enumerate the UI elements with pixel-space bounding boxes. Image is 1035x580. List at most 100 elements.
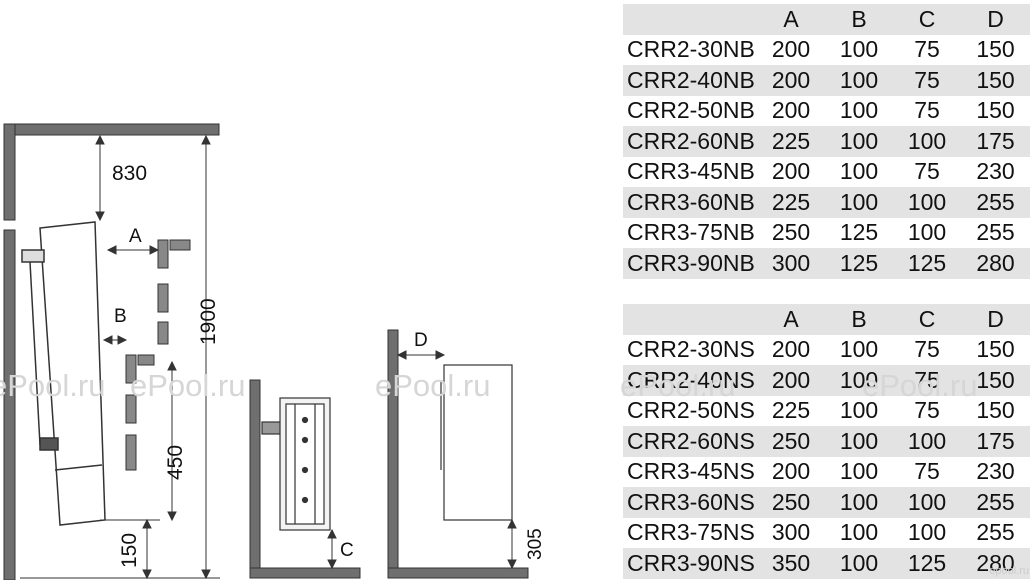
dimension-c xyxy=(327,528,337,570)
value-cell: 100 xyxy=(907,488,947,515)
model-cell: CRR3-75NB xyxy=(627,219,755,246)
value-cell: 100 xyxy=(839,97,879,124)
value-cell: 300 xyxy=(771,519,811,546)
value-cell: 100 xyxy=(839,488,879,515)
value-cell: 75 xyxy=(914,458,940,485)
dim-1900-label: 1900 xyxy=(197,298,220,345)
column-header: D xyxy=(987,5,1004,32)
value-cell: 125 xyxy=(839,219,879,246)
value-cell: 100 xyxy=(907,127,947,154)
value-cell: 280 xyxy=(976,549,1015,576)
model-cell: CRR2-50NS xyxy=(627,397,755,424)
value-cell: 150 xyxy=(976,366,1015,393)
value-cell: 100 xyxy=(907,519,947,546)
brand-mark: epool.ru xyxy=(989,565,1029,577)
model-cell: CRR3-60NS xyxy=(627,488,755,515)
value-cell: 150 xyxy=(976,66,1015,93)
table-row: CRR2-40NB 200 100 75 150 xyxy=(623,65,1030,96)
value-cell: 230 xyxy=(976,458,1015,485)
label-d: D xyxy=(414,330,428,351)
value-cell: 200 xyxy=(771,366,811,393)
value-cell: 300 xyxy=(771,249,811,276)
model-cell: CRR3-90NS xyxy=(627,549,755,576)
value-cell: 100 xyxy=(839,458,879,485)
column-header: A xyxy=(783,305,799,332)
dimension-830 xyxy=(95,134,105,222)
value-cell: 100 xyxy=(907,219,947,246)
value-cell: 125 xyxy=(907,249,947,276)
value-cell: 200 xyxy=(771,66,811,93)
model-cell: CRR2-30NB xyxy=(627,36,755,63)
value-cell: 225 xyxy=(771,127,811,154)
dimension-450 xyxy=(167,360,177,522)
value-cell: 150 xyxy=(976,36,1015,63)
value-cell: 100 xyxy=(839,66,879,93)
value-cell: 100 xyxy=(839,427,879,454)
table-row: CRR3-90NB 300 125 125 280 xyxy=(623,248,1030,279)
model-cell: CRR3-75NS xyxy=(627,519,755,546)
value-cell: 255 xyxy=(976,488,1015,515)
model-cell: CRR2-30NS xyxy=(627,336,755,363)
label-b: B xyxy=(114,306,127,327)
value-cell: 75 xyxy=(914,97,940,124)
value-cell: 175 xyxy=(976,127,1015,154)
value-cell: 280 xyxy=(976,249,1015,276)
value-cell: 100 xyxy=(839,366,879,393)
floor-lines xyxy=(20,519,220,579)
model-cell: CRR2-60NB xyxy=(627,127,755,154)
model-cell: CRR3-45NS xyxy=(627,458,755,485)
value-cell: 225 xyxy=(771,188,811,215)
dim-830-label: 830 xyxy=(112,162,147,185)
value-cell: 255 xyxy=(976,219,1015,246)
value-cell: 75 xyxy=(914,36,940,63)
column-header xyxy=(623,4,757,35)
value-cell: 75 xyxy=(914,366,940,393)
value-cell: 100 xyxy=(839,549,879,576)
column-header: C xyxy=(918,305,936,332)
column-header: A xyxy=(783,5,799,32)
value-cell: 350 xyxy=(771,549,811,576)
value-cell: 150 xyxy=(976,97,1015,124)
dim-150-label: 150 xyxy=(118,533,141,568)
model-cell: CRR3-90NB xyxy=(627,249,755,276)
value-cell: 200 xyxy=(771,158,811,185)
dimension-305 xyxy=(507,518,517,570)
right-view-walls xyxy=(387,329,529,579)
value-cell: 150 xyxy=(976,336,1015,363)
model-cell: CRR3-45NB xyxy=(627,158,755,185)
value-cell: 150 xyxy=(976,397,1015,424)
middle-view-walls xyxy=(249,379,361,579)
value-cell: 100 xyxy=(839,158,879,185)
value-cell: 200 xyxy=(771,336,811,363)
model-cell: CRR2-40NS xyxy=(627,366,755,393)
value-cell: 225 xyxy=(771,397,811,424)
column-header: C xyxy=(918,5,936,32)
dimension-b xyxy=(102,335,128,345)
value-cell: 255 xyxy=(976,519,1015,546)
value-cell: 75 xyxy=(914,66,940,93)
label-c: C xyxy=(340,540,354,561)
value-cell: 100 xyxy=(839,336,879,363)
heater-unit xyxy=(21,221,106,526)
model-cell: CRR2-40NB xyxy=(627,66,755,93)
dim-450-label: 450 xyxy=(164,445,187,480)
value-cell: 125 xyxy=(839,249,879,276)
dimension-1900 xyxy=(201,134,211,580)
column-header: B xyxy=(851,305,867,332)
value-cell: 100 xyxy=(839,36,879,63)
installation-diagram: 830 1900 A B 450 150 xyxy=(3,123,546,580)
